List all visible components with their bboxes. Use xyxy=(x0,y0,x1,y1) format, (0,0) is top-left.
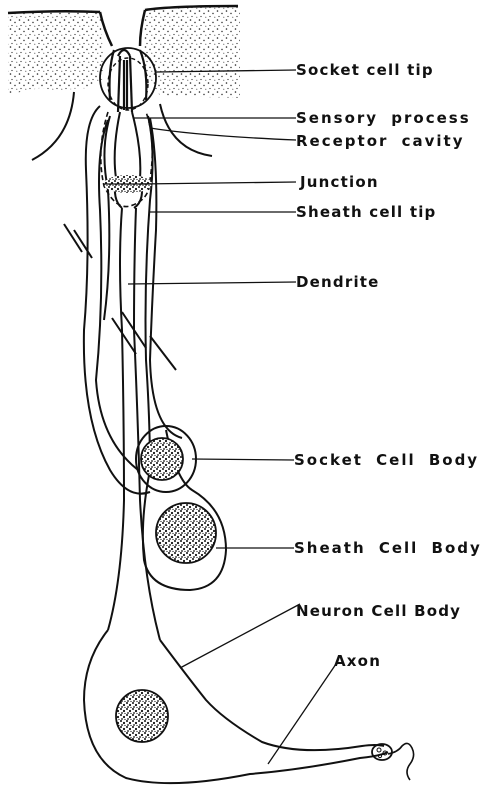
dendrite xyxy=(108,208,160,640)
label-socket-cell-body: Socket Cell Body xyxy=(294,451,479,469)
hair-shaft xyxy=(100,48,156,112)
sheath-cell-nucleus xyxy=(156,503,216,563)
label-receptor-cavity: Receptor cavity xyxy=(296,132,465,150)
label-dendrite: Dendrite xyxy=(296,273,380,291)
label-sheath-cell-body: Sheath Cell Body xyxy=(294,539,482,557)
label-axon: Axon xyxy=(334,652,381,670)
label-socket-cell-tip: Socket cell tip xyxy=(296,61,434,79)
neuron-nucleus xyxy=(116,690,168,742)
label-sheath-cell-tip: Sheath cell tip xyxy=(296,203,436,221)
label-junction: Junction xyxy=(300,173,379,191)
sensory-process xyxy=(115,112,142,208)
label-neuron-cell-body: Neuron Cell Body xyxy=(296,602,461,620)
socket-cell xyxy=(32,92,212,494)
label-sensory-process: Sensory process xyxy=(296,109,471,127)
socket-cell-nucleus xyxy=(141,438,183,480)
